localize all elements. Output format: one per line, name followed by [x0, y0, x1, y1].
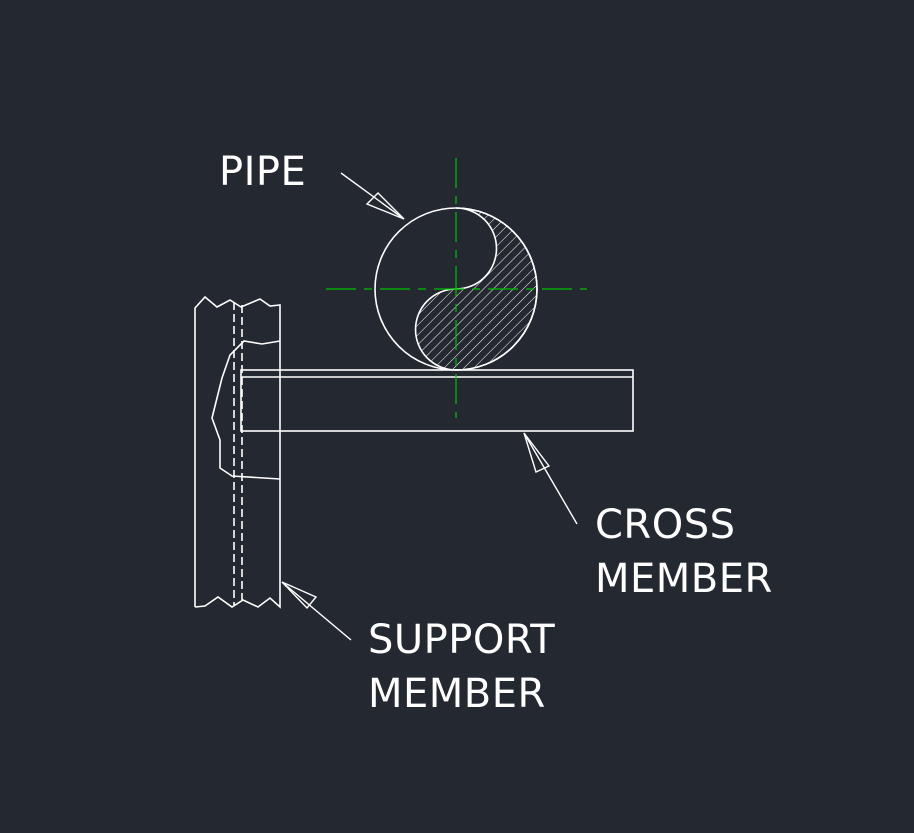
- support-member-leader: [281, 581, 352, 641]
- cross-member-label: CROSS MEMBER: [595, 498, 773, 606]
- support-member-label-line-1: SUPPORT: [368, 617, 556, 663]
- support-arrowhead-icon: [281, 581, 318, 610]
- cross-member-leader: [523, 432, 578, 525]
- pipe-label-text: PIPE: [219, 149, 307, 195]
- cross-member: [240, 369, 634, 432]
- pipe-leader: [340, 172, 405, 220]
- support-member-label: SUPPORT MEMBER: [368, 613, 555, 721]
- cross-member-label-line-2: MEMBER: [595, 556, 773, 602]
- cross-member-label-line-1: CROSS: [595, 502, 736, 548]
- pipe-outline: [374, 207, 538, 371]
- pipe-label: PIPE: [219, 145, 306, 199]
- pipe-arrowhead-icon: [365, 192, 405, 220]
- pipe-centerlines: [326, 158, 587, 418]
- cross-member-outline: [240, 369, 634, 432]
- support-member-outline: [194, 295, 281, 609]
- leaders: [281, 172, 578, 641]
- cross-arrowhead-icon: [523, 432, 551, 473]
- support-break-line: [211, 340, 281, 480]
- support-member: [194, 295, 281, 609]
- support-member-label-line-2: MEMBER: [368, 671, 546, 717]
